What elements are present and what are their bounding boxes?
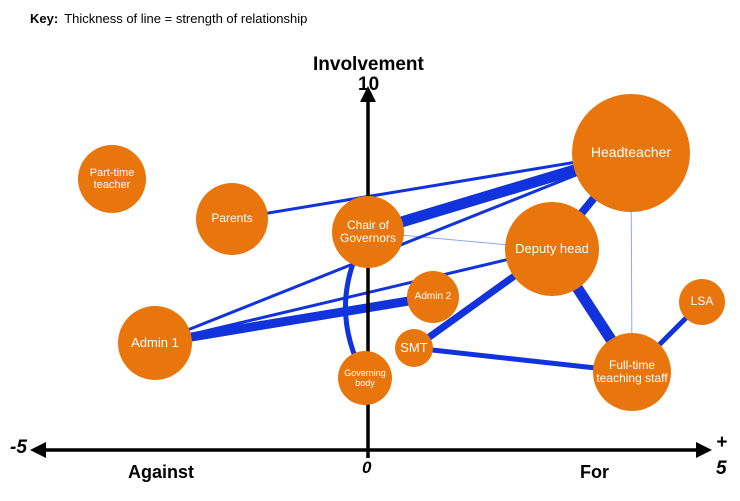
link-admin-1-to-admin-2 — [154, 292, 434, 348]
node-deputy-head[interactable]: Deputy head — [505, 202, 599, 296]
node-full-time-teaching-staff[interactable]: Full-time teaching staff — [593, 333, 671, 411]
node-label: Admin 2 — [414, 291, 452, 303]
x-axis-arrowhead-left — [30, 442, 46, 458]
node-label: Part-time teacher — [89, 166, 135, 191]
y-axis-arrowhead — [360, 86, 376, 102]
x-axis-right-word: For — [580, 462, 609, 482]
node-admin-2[interactable]: Admin 2 — [407, 271, 459, 323]
node-smt[interactable]: SMT — [395, 329, 433, 367]
y-axis-max-label: 10 — [358, 74, 380, 95]
node-chair-of-governors[interactable]: Chair of Governors — [332, 196, 404, 268]
node-label: Headteacher — [590, 144, 672, 161]
node-label: SMT — [400, 339, 428, 355]
node-admin-1[interactable]: Admin 1 — [118, 306, 192, 380]
link-admin-1-to-deputy-head — [154, 247, 553, 345]
key-legend: Key: Thickness of line = strength of rela… — [30, 11, 307, 26]
node-label: Admin 1 — [131, 334, 179, 350]
node-label: Deputy head — [515, 240, 589, 256]
node-label: LSA — [690, 294, 714, 309]
node-governing-body[interactable]: Governing body — [338, 351, 392, 405]
link-parents-to-headteacher — [231, 151, 632, 221]
x-axis-max-label: 5 — [716, 458, 727, 479]
node-label: Governing body — [344, 367, 386, 388]
y-axis-title: Involvement — [313, 54, 424, 75]
node-headteacher[interactable]: Headteacher — [572, 94, 690, 212]
x-axis-arrowhead-right — [696, 442, 712, 458]
x-axis-plus-sign: + — [716, 432, 728, 453]
key-text: Thickness of line = strength of relation… — [64, 11, 308, 26]
node-label: Full-time teaching staff — [596, 357, 668, 385]
node-label: Chair of Governors — [339, 217, 397, 245]
x-axis-min-label: -5 — [10, 437, 27, 458]
node-parents[interactable]: Parents — [196, 183, 268, 255]
x-axis-left-word: Against — [128, 462, 195, 482]
x-axis-origin-label: 0 — [362, 458, 372, 477]
node-label: Parents — [211, 211, 253, 226]
key-label: Key: — [30, 11, 59, 26]
node-part-time-teacher[interactable]: Part-time teacher — [78, 145, 146, 213]
node-lsa[interactable]: LSA — [679, 279, 725, 325]
